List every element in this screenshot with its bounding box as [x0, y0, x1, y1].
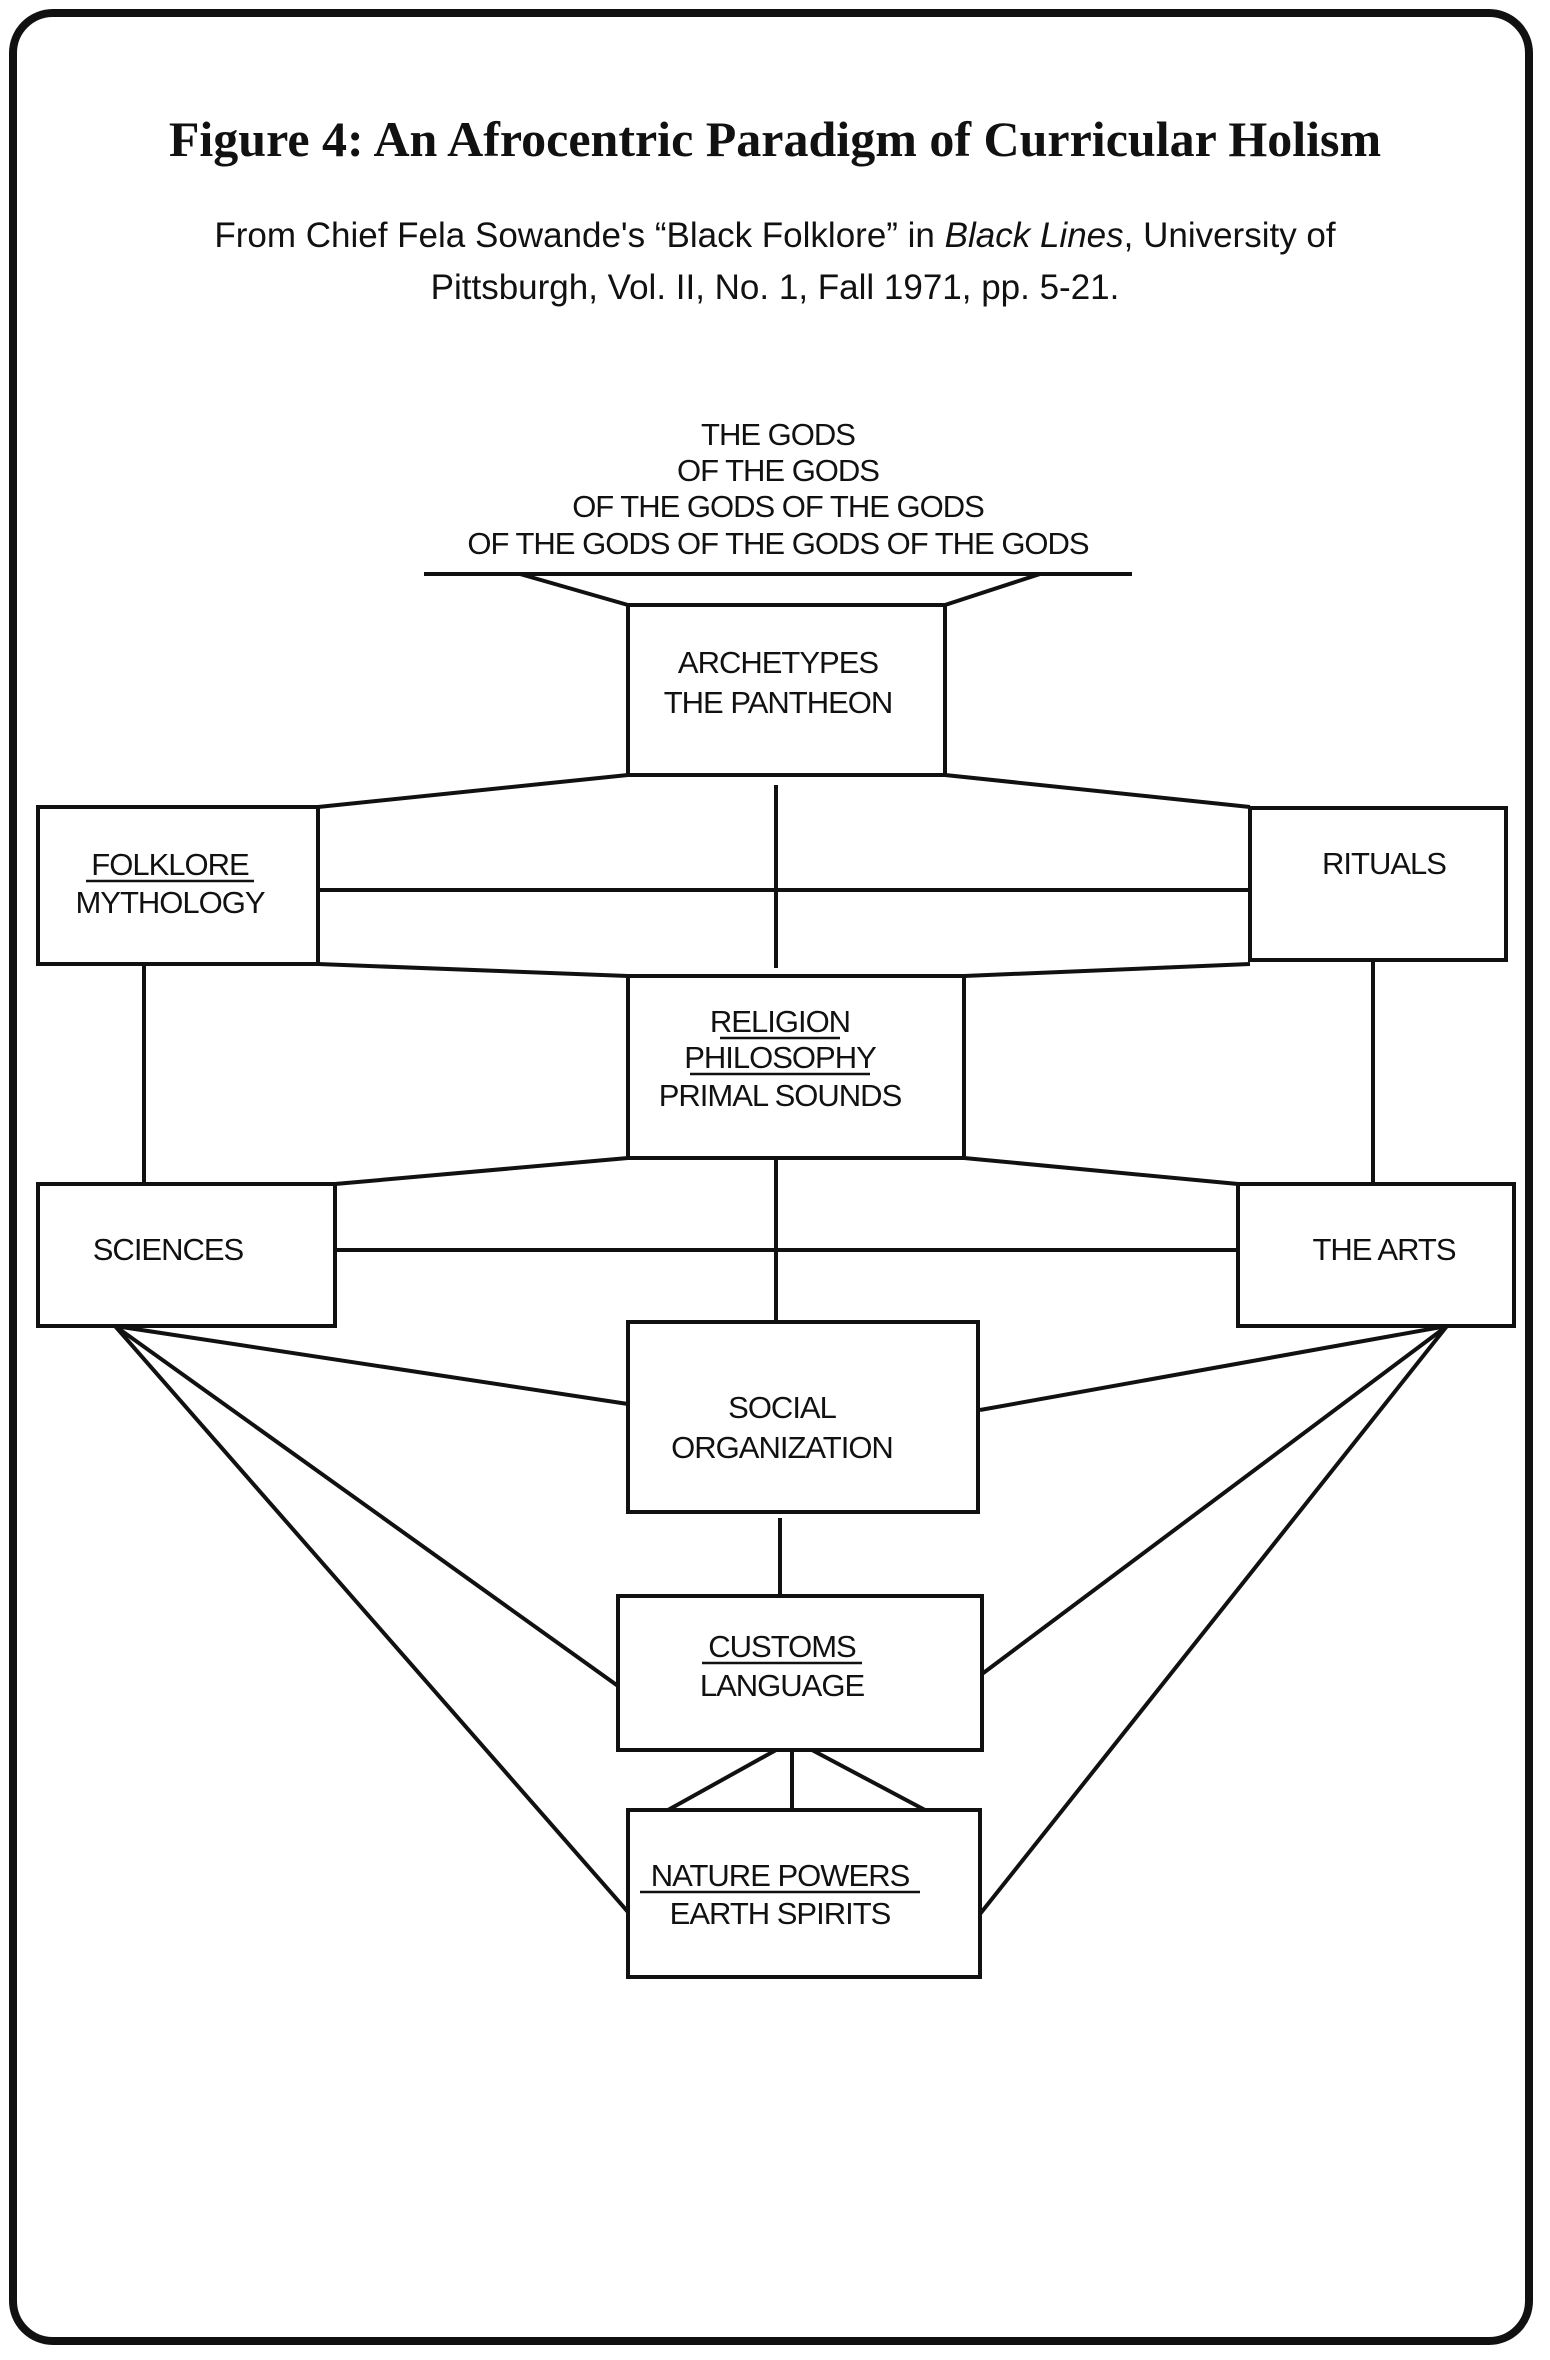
node-folklore: FOLKLORE MYTHOLOGY [36, 805, 320, 966]
archetypes-line-2: THE PANTHEON [664, 685, 893, 720]
customs-line-1: CUSTOMS [708, 1629, 856, 1664]
folklore-line-1: FOLKLORE [91, 847, 249, 882]
social-line-2: ORGANIZATION [671, 1430, 893, 1465]
gods-line-1: THE GODS [701, 417, 855, 452]
social-line-1: SOCIAL [728, 1390, 836, 1425]
node-arts: THE ARTS [1236, 1182, 1516, 1328]
connector-archetypes-band-left [317, 773, 629, 809]
figure-source-line-2: Pittsburgh, Vol. II, No. 1, Fall 1971, p… [430, 268, 1120, 307]
religion-line-2: PHILOSOPHY [684, 1040, 876, 1075]
nature-line-1: NATURE POWERS [651, 1858, 910, 1893]
gods-line-3: OF THE GODS OF THE GODS [572, 489, 984, 524]
source-text-before: From Chief Fela Sowande's “Black Folklor… [214, 216, 945, 255]
connector-religion-arts [963, 1156, 1239, 1186]
rituals-line-1: RITUALS [1322, 846, 1446, 881]
social-box [626, 1320, 980, 1514]
connector-customs-nature-right [811, 1748, 926, 1812]
connector-customs-nature-left [667, 1748, 777, 1812]
connector-archetypes-band-right [944, 773, 1251, 809]
source-text-after: , University of [1123, 216, 1336, 255]
node-archetypes: ARCHETYPES THE PANTHEON [626, 603, 947, 777]
connector-band-religion-right [963, 962, 1251, 978]
node-social-organization: SOCIAL ORGANIZATION [626, 1320, 980, 1514]
religion-box [626, 974, 966, 1160]
connector-arts-nature [978, 1324, 1449, 1916]
religion-line-3: PRIMAL SOUNDS [659, 1078, 902, 1113]
gods-line-4: OF THE GODS OF THE GODS OF THE GODS [467, 526, 1089, 561]
node-sciences: SCIENCES [36, 1182, 337, 1328]
nature-box [626, 1808, 982, 1979]
connector-band-religion-left [317, 962, 629, 978]
figure-source-line-1: From Chief Fela Sowande's “Black Folklor… [0, 216, 1550, 256]
node-customs: CUSTOMS LANGUAGE [616, 1594, 984, 1752]
source-publication: Black Lines [944, 216, 1124, 255]
connector-gods-archetypes-right [944, 572, 1041, 607]
connector-religion-sciences [334, 1156, 629, 1186]
node-religion: RELIGION PHILOSOPHY PRIMAL SOUNDS [626, 974, 966, 1160]
folklore-box [36, 805, 320, 966]
customs-line-2: LANGUAGE [700, 1668, 865, 1703]
connector-arts-customs [980, 1324, 1449, 1676]
sciences-line-1: SCIENCES [93, 1232, 244, 1267]
connector-sciences-social [114, 1324, 629, 1406]
diagram-connectors [113, 572, 1449, 1916]
archetypes-line-1: ARCHETYPES [678, 645, 878, 680]
nature-line-2: EARTH SPIRITS [670, 1896, 891, 1931]
arts-box [1236, 1182, 1516, 1328]
rituals-box [1248, 806, 1508, 962]
gods-line-2: OF THE GODS [677, 453, 879, 488]
node-nature-powers: NATURE POWERS EARTH SPIRITS [626, 1808, 982, 1979]
customs-box [616, 1594, 984, 1752]
connector-arts-social [979, 1324, 1448, 1412]
node-rituals: RITUALS [1248, 806, 1508, 962]
religion-line-1: RELIGION [710, 1004, 850, 1039]
folklore-line-2: MYTHOLOGY [75, 885, 264, 920]
figure-title: Figure 4: An Afrocentric Paradigm of Cur… [168, 111, 1382, 167]
connector-gods-archetypes-left [519, 572, 629, 607]
sciences-box [36, 1182, 337, 1328]
connector-sciences-customs [113, 1324, 620, 1688]
connector-sciences-nature [113, 1324, 630, 1914]
node-gods: THE GODS OF THE GODS OF THE GODS OF THE … [467, 417, 1090, 561]
archetypes-box [626, 603, 947, 777]
arts-line-1: THE ARTS [1312, 1232, 1455, 1267]
